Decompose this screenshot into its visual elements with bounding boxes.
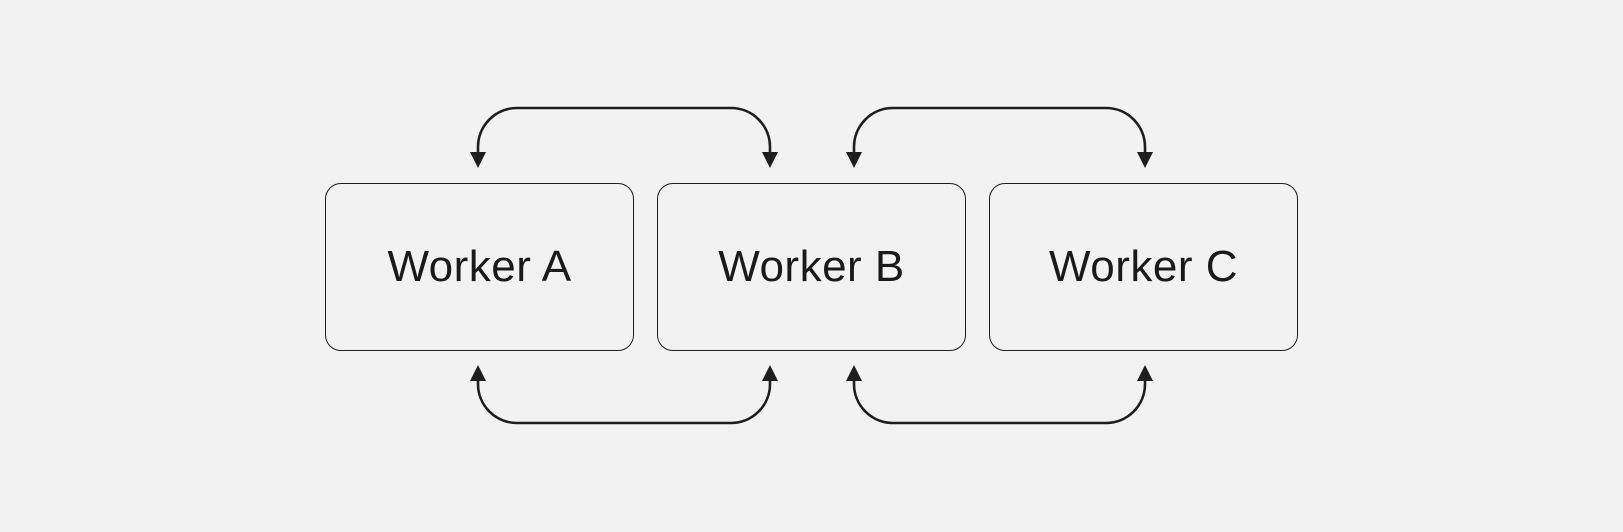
arrowhead-down (470, 152, 486, 168)
worker-a-box: Worker A (325, 183, 634, 351)
worker-b-label: Worker B (718, 242, 905, 291)
connector-line (476, 379, 772, 425)
connector-b-c-bottom (846, 365, 1153, 425)
connector-a-b-bottom (470, 365, 778, 425)
arrowhead-up (1137, 365, 1153, 381)
arrowhead-up (470, 365, 486, 381)
arrowhead-down (762, 152, 778, 168)
arrowhead-up (762, 365, 778, 381)
arrowhead-down (1137, 152, 1153, 168)
connector-b-c-top (846, 106, 1153, 168)
connector-line (852, 379, 1147, 425)
worker-c-box: Worker C (989, 183, 1298, 351)
connector-line (852, 106, 1147, 155)
connector-a-b-top (470, 106, 778, 168)
arrowhead-up (846, 365, 862, 381)
worker-b-box: Worker B (657, 183, 966, 351)
worker-a-label: Worker A (387, 242, 572, 291)
worker-c-label: Worker C (1049, 242, 1238, 291)
arrowhead-down (846, 152, 862, 168)
connector-line (476, 106, 772, 155)
